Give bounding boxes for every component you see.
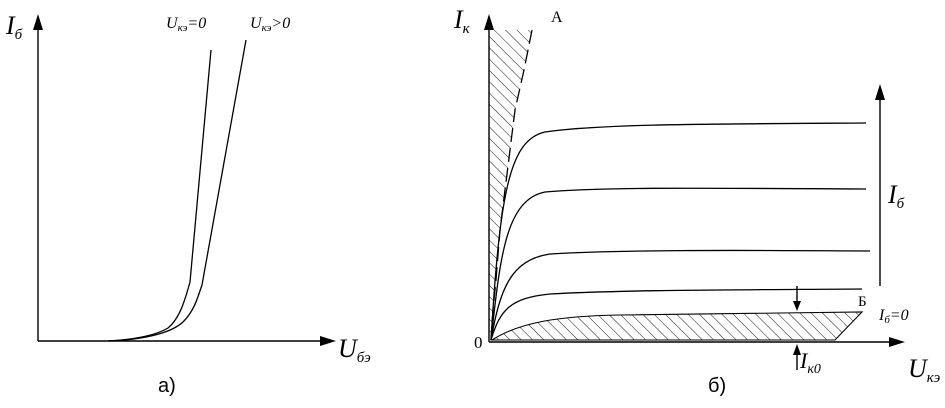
curve-uke-zero-label: Uкэ=0: [166, 15, 206, 34]
x-axis-arrow-icon: [889, 337, 905, 347]
cutoff-region: [490, 311, 864, 341]
leakage-arrow-top-icon: [793, 301, 801, 311]
input-characteristics-panel: Iб Uбэ Uкэ=0 Uкэ>0 а): [5, 11, 371, 397]
output-characteristics-panel: Iк Uкэ 0 А Б Iб Iб=0 Iк0 б): [453, 5, 941, 397]
y-axis-arrow-icon: [33, 14, 43, 30]
region-b-label: Б: [858, 294, 867, 310]
output-curve-3: [490, 249, 871, 341]
y-axis-arrow-icon: [484, 14, 494, 30]
x-axis-label: Uбэ: [338, 334, 371, 366]
curve-uke-positive-label: Uкэ>0: [250, 15, 290, 34]
curve-uke-positive: [107, 39, 247, 342]
origin-label: 0: [474, 333, 483, 352]
curve-uke-zero: [107, 49, 212, 342]
ib-increase-arrow-icon: [875, 84, 885, 100]
output-curve-1: [490, 122, 867, 341]
caption-a: а): [158, 375, 176, 397]
output-curve-2: [490, 187, 867, 341]
caption-b: б): [708, 375, 726, 397]
y-axis-label: Iб: [5, 11, 23, 43]
y-axis-label: Iк: [453, 5, 471, 37]
region-a-label: А: [551, 9, 563, 26]
leakage-arrow-bottom-icon: [793, 344, 801, 355]
x-axis-arrow-icon: [320, 336, 336, 346]
ib-arrow-label: Iб: [887, 180, 905, 212]
x-axis-label: Uкэ: [908, 354, 941, 386]
leakage-current-label: Iк0: [799, 348, 821, 377]
cutoff-curve-label: Iб=0: [878, 307, 909, 326]
output-curve-4: [490, 288, 863, 341]
